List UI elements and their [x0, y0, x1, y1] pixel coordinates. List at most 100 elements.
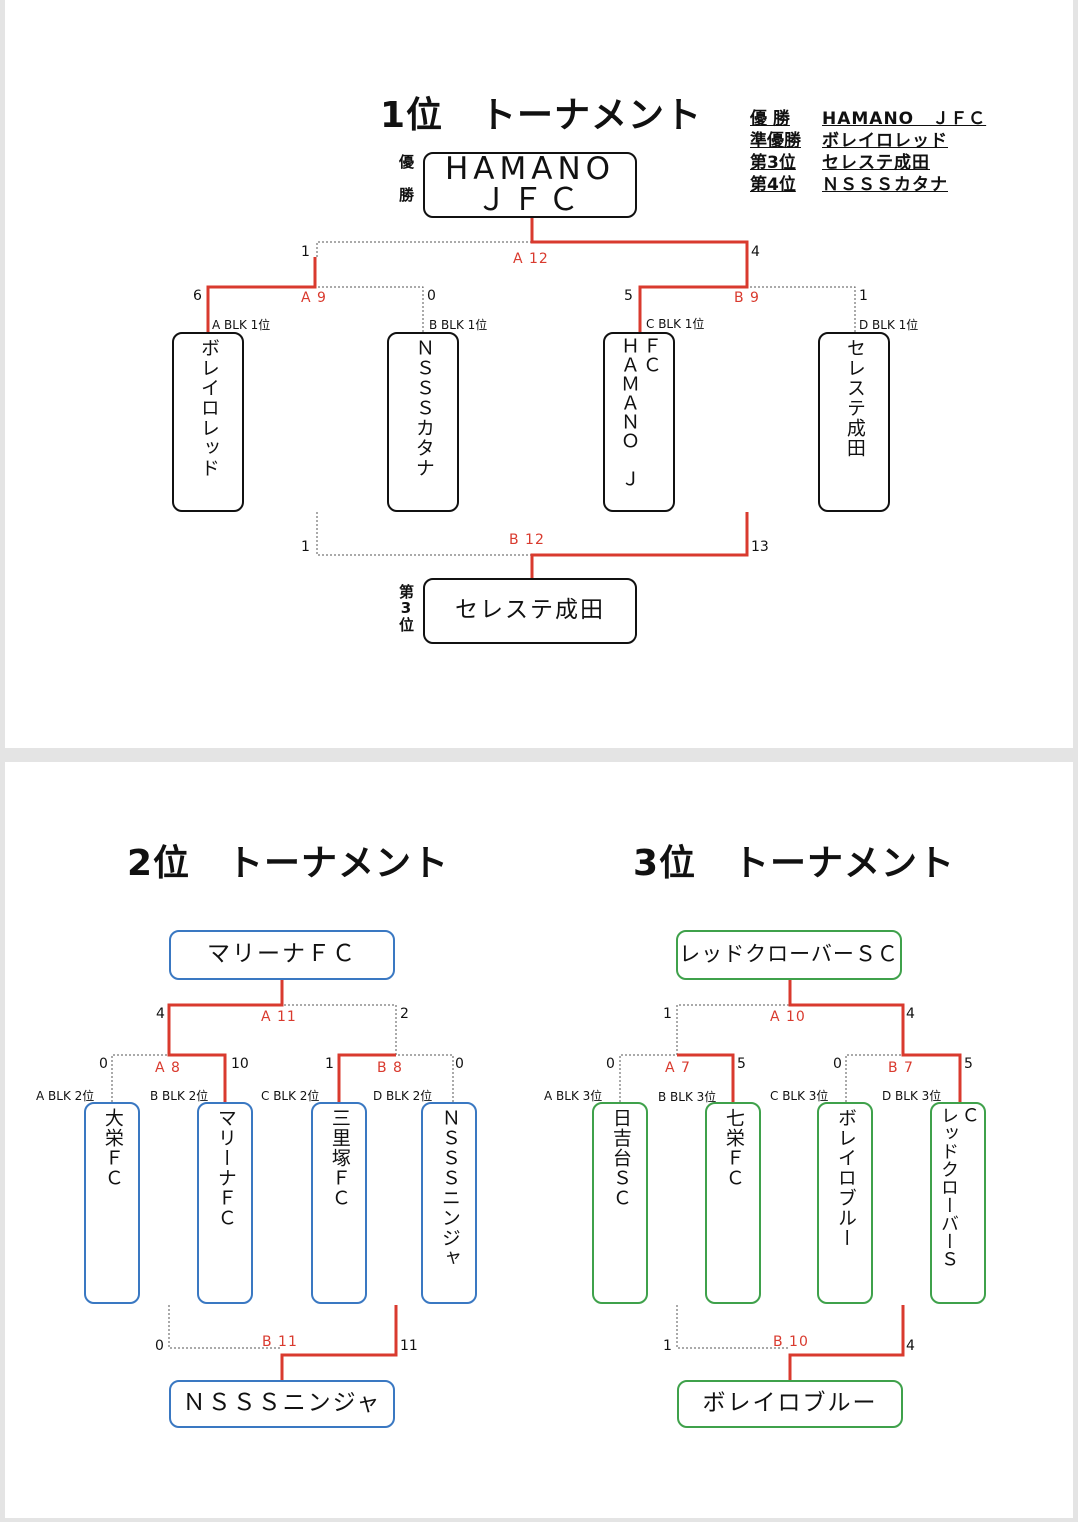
score-a7-right: 5: [737, 1056, 746, 1072]
team-name: セレステ成田: [843, 338, 866, 458]
team-box: 三里塚ＦＣ: [311, 1102, 367, 1304]
third-place-box-2nd: ＮＳＳＳニンジャ: [169, 1380, 395, 1428]
third-place-label: 第3位: [397, 584, 415, 632]
score-b9-right: 1: [859, 288, 868, 304]
team-box: ボレイロレッド: [172, 332, 244, 512]
score-b10-right: 4: [906, 1338, 915, 1354]
block-label: C BLK 3位: [770, 1089, 829, 1103]
block-label: A BLK 2位: [36, 1089, 95, 1103]
final-results-list: 優 勝 HAMANO ＪＦＣ 準優勝 ボレイロレッド 第3位セレステ成田 第4位 ＮＳ…: [750, 108, 986, 196]
score-a11-left: 4: [156, 1006, 165, 1022]
team-name: レッドクローバーＳ: [938, 1106, 959, 1268]
score-a10-left: 1: [663, 1006, 672, 1022]
block-label: B BLK 2位: [150, 1089, 209, 1103]
block-label: D BLK 1位: [859, 318, 919, 332]
match-a7-label: A 7: [665, 1060, 691, 1076]
team-box: ボレイロブルー: [817, 1102, 873, 1304]
match-b11-label: B 11: [262, 1334, 298, 1350]
team-name: ＨＡＭＡＮＯ Ｊ: [618, 336, 640, 488]
score-a12-right: 4: [751, 244, 760, 260]
result-row: 第3位セレステ成田: [750, 152, 986, 174]
team-box: ＮＳＳＳニンジャ: [421, 1102, 477, 1304]
match-b9-label: B 9: [734, 290, 760, 306]
champion-box: HAMANO ＪＦＣ: [423, 152, 646, 218]
score-a8-left: 0: [99, 1056, 108, 1072]
team-box: 七栄ＦＣ: [705, 1102, 761, 1304]
score-b8-right: 0: [455, 1056, 464, 1072]
score-b7-right: 5: [964, 1056, 973, 1072]
result-rank: 第4位: [750, 175, 796, 195]
team-name-continued: ＦＣ: [639, 336, 662, 374]
bracket-lines-1st: [206, 218, 856, 578]
score-b8-left: 1: [325, 1056, 334, 1072]
score-a11-right: 2: [400, 1006, 409, 1022]
tournament-title-3rd: 3位 トーナメント: [633, 843, 956, 884]
match-a10-label: A 10: [770, 1009, 806, 1025]
third-place-box: セレステ成田: [423, 578, 637, 644]
tournament-title-2nd: 2位 トーナメント: [127, 843, 450, 884]
team-name: ボレイロレッド: [197, 338, 220, 478]
match-b10-label: B 10: [773, 1334, 809, 1350]
team-box: 大栄ＦＣ: [84, 1102, 140, 1304]
block-label: C BLK 2位: [261, 1089, 320, 1103]
block-label: D BLK 2位: [373, 1089, 433, 1103]
score-b9-left: 5: [624, 288, 633, 304]
team-name: ボレイロブルー: [834, 1108, 857, 1248]
winner-box-2nd: マリーナＦＣ: [169, 930, 395, 980]
score-b7-left: 0: [833, 1056, 842, 1072]
team-name: 日吉台ＳＣ: [609, 1108, 632, 1208]
match-a8-label: A 8: [155, 1060, 181, 1076]
sheet-2nd-3rd-place: 2位 トーナメント マリーナＦＣ 4 2 A 11 0 10 A 8 1 0 B…: [5, 762, 1073, 1518]
team-name: ＮＳＳＳカタナ: [412, 338, 435, 478]
result-rank: 優 勝: [750, 109, 790, 129]
score-a7-left: 0: [606, 1056, 615, 1072]
result-team: HAMANO ＪＦＣ: [822, 109, 987, 129]
result-row: 第4位 ＮＳＳＳカタナ: [750, 174, 986, 196]
score-b12-left: 1: [301, 539, 310, 555]
block-label: D BLK 3位: [882, 1089, 942, 1103]
third-place-box-3rd: ボレイロブルー: [677, 1380, 903, 1428]
result-team: ＮＳＳＳカタナ: [822, 175, 948, 195]
tournament-title-1st: 1位 トーナメント: [380, 95, 703, 136]
score-a8-right: 10: [231, 1056, 249, 1072]
result-row: 優 勝 HAMANO ＪＦＣ: [750, 108, 986, 130]
result-rank: 第3位: [750, 153, 796, 173]
match-a12-label: A 12: [513, 251, 549, 267]
score-a9-left: 6: [193, 288, 202, 304]
champion-label: 優勝: [397, 154, 415, 220]
result-row: 準優勝 ボレイロレッド: [750, 130, 986, 152]
winner-box-3rd: レッドクローバーＳＣ: [676, 930, 902, 980]
team-box: ＮＳＳＳカタナ: [387, 332, 459, 512]
block-label: A BLK 3位: [544, 1089, 603, 1103]
team-box: マリーナＦＣ: [197, 1102, 253, 1304]
bracket-lines-2nd-3rd: [111, 980, 962, 1380]
result-team: ボレイロレッド: [822, 131, 948, 151]
score-b10-left: 1: [663, 1338, 672, 1354]
match-b8-label: B 8: [377, 1060, 403, 1076]
result-rank: 準優勝: [750, 131, 801, 151]
team-name: 七栄ＦＣ: [722, 1108, 745, 1188]
score-b11-left: 0: [155, 1338, 164, 1354]
match-a11-label: A 11: [261, 1009, 297, 1025]
team-box: 日吉台ＳＣ: [592, 1102, 648, 1304]
score-b11-right: 11: [400, 1338, 418, 1354]
team-box: セレステ成田: [818, 332, 890, 512]
team-name: 三里塚ＦＣ: [328, 1108, 351, 1208]
block-label: B BLK 3位: [658, 1090, 717, 1104]
score-a12-left: 1: [301, 244, 310, 260]
team-name-continued: Ｃ: [958, 1106, 980, 1124]
block-label: B BLK 1位: [429, 318, 488, 332]
block-label: A BLK 1位: [212, 318, 271, 332]
match-b7-label: B 7: [888, 1060, 914, 1076]
team-name: ＮＳＳＳニンジャ: [438, 1108, 461, 1268]
match-a9-label: A 9: [301, 290, 327, 306]
team-name: 大栄ＦＣ: [101, 1108, 124, 1188]
score-a10-right: 4: [906, 1006, 915, 1022]
match-b12-label: B 12: [509, 532, 545, 548]
block-label: C BLK 1位: [646, 317, 705, 331]
score-b12-right: 13: [751, 539, 769, 555]
team-name: マリーナＦＣ: [214, 1108, 237, 1228]
